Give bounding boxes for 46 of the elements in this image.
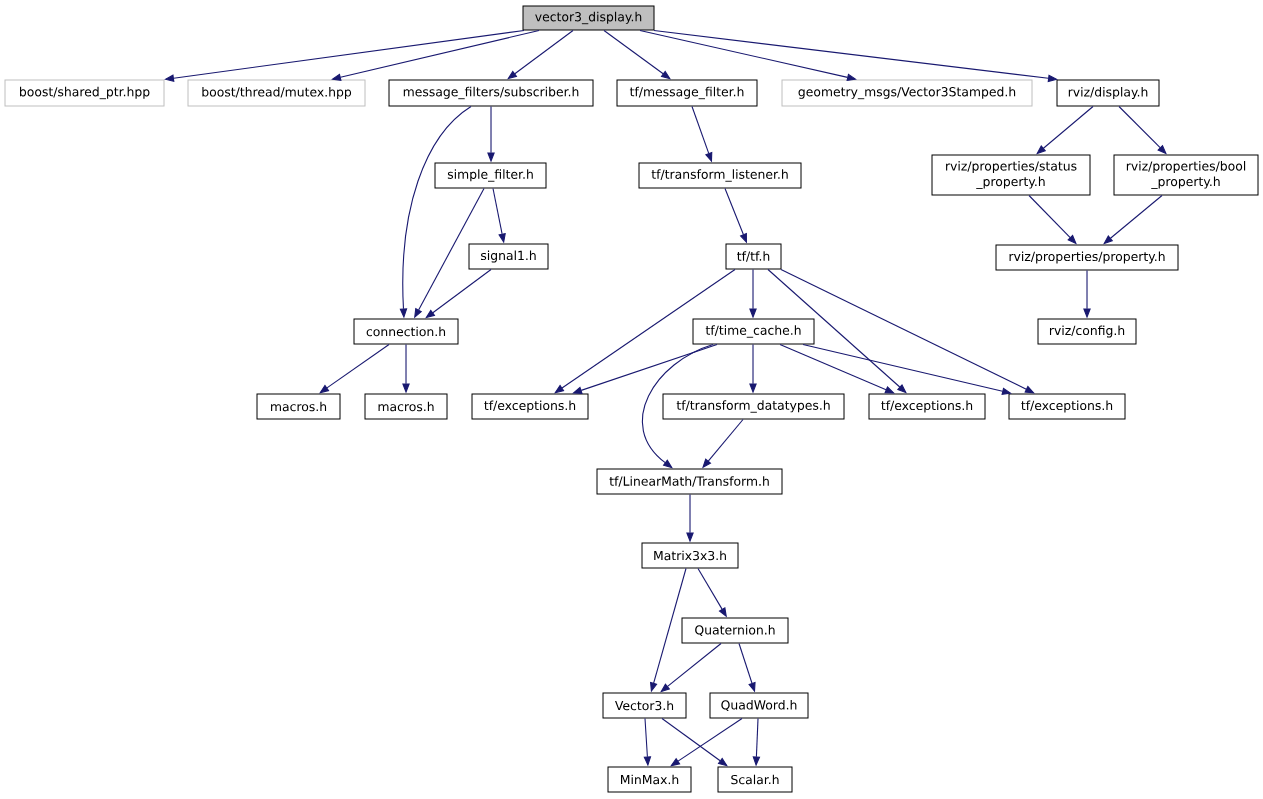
file-box: rviz/properties/status _property.h: [931, 154, 1091, 196]
arrow: [660, 642, 722, 693]
arrow: [641, 343, 714, 469]
file-box: vector3_display.h: [522, 5, 655, 31]
file-box: Matrix3x3.h: [641, 542, 739, 569]
file-box: tf/exceptions.h: [868, 393, 986, 420]
file-box: simple_filter.h: [434, 162, 547, 189]
file-box: tf/transform_listener.h: [638, 162, 802, 189]
arrow: [554, 268, 736, 394]
arrow: [319, 343, 390, 394]
file-box: tf/transform_datatypes.h: [662, 393, 845, 420]
file-box: rviz/properties/bool _property.h: [1113, 154, 1259, 196]
arrow: [603, 29, 671, 80]
file-box: tf/message_filter.h: [616, 79, 758, 107]
arrow: [779, 343, 895, 394]
file-box: rviz/config.h: [1037, 318, 1137, 345]
file-box: boost/shared_ptr.hpp: [4, 79, 165, 107]
file-box: geometry_msgs/Vector3Stamped.h: [781, 79, 1033, 107]
arrow: [1103, 194, 1163, 245]
file-box: macros.h: [256, 393, 341, 420]
arrow: [670, 717, 743, 767]
file-box: message_filters/subscriber.h: [388, 79, 594, 107]
file-box: rviz/display.h: [1056, 79, 1160, 107]
file-box: QuadWord.h: [709, 692, 809, 719]
file-box: MinMax.h: [607, 766, 692, 793]
arrow: [331, 29, 540, 81]
file-box: tf/tf.h: [725, 243, 782, 270]
file-box: tf/time_cache.h: [692, 318, 815, 345]
file-box: tf/LinearMath/Transform.h: [596, 468, 783, 495]
file-box: connection.h: [353, 318, 459, 345]
arrow: [661, 717, 728, 767]
file-box: macros.h: [364, 393, 448, 420]
arrow: [425, 268, 492, 319]
file-box: tf/exceptions.h: [1008, 393, 1126, 420]
file-box: Scalar.h: [717, 766, 793, 793]
file-box: Vector3.h: [602, 692, 687, 719]
file-box: boost/thread/mutex.hpp: [187, 79, 366, 107]
file-box: rviz/properties/property.h: [995, 244, 1179, 271]
arrow: [1036, 105, 1094, 155]
arrow: [572, 343, 718, 394]
arrow: [507, 29, 574, 80]
file-box: Quaternion.h: [681, 617, 789, 644]
arrow: [780, 268, 1035, 394]
file-box: signal1.h: [468, 243, 549, 270]
file-box: tf/exceptions.h: [471, 393, 589, 420]
arrow: [802, 343, 1012, 395]
